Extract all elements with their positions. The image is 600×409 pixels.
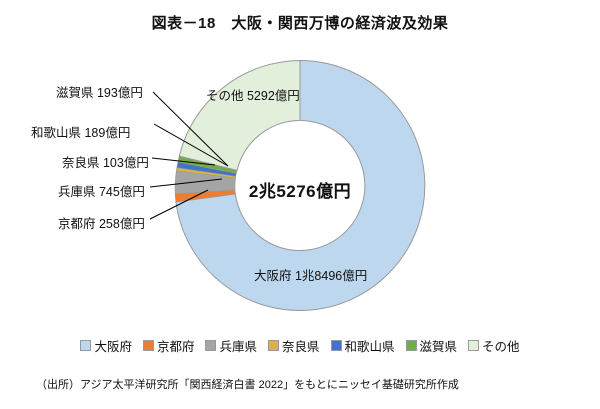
legend-item-nara[interactable]: 奈良県 bbox=[267, 336, 320, 355]
donut-chart bbox=[0, 48, 600, 323]
leader-kyoto bbox=[149, 189, 209, 220]
legend-item-osaka[interactable]: 大阪府 bbox=[80, 336, 132, 355]
legend-label: その他 bbox=[482, 340, 520, 354]
pie-slices bbox=[174, 59, 426, 311]
legend-swatch-icon bbox=[468, 340, 480, 351]
slice-other[interactable] bbox=[178, 59, 301, 172]
leader-lines bbox=[149, 91, 229, 220]
slice-label-osaka: 大阪府 1兆8496億円 bbox=[254, 269, 368, 283]
page-title: 図表－18 大阪・関西万博の経済波及効果 bbox=[151, 15, 449, 32]
donut-center-total: 2兆5276億円 bbox=[248, 182, 352, 201]
source-note: （出所）アジア太平洋研究所「関西経済白書 2022」をもとにニッセイ基礎研究所作… bbox=[36, 379, 459, 391]
leader-wakayama bbox=[153, 123, 229, 167]
legend-swatch-icon bbox=[142, 340, 154, 351]
legend-label: 奈良県 bbox=[281, 340, 320, 354]
callout-wakayama: 和歌山県 189億円 bbox=[31, 126, 131, 140]
chart-legend: 大阪府 京都府 兵庫県 奈良県 和歌山県 滋賀県 その他 bbox=[0, 336, 600, 355]
legend-label: 京都府 bbox=[156, 340, 195, 354]
legend-swatch-icon bbox=[205, 340, 217, 351]
leader-nara bbox=[151, 157, 216, 166]
slice-label-other: その他 5292億円 bbox=[206, 89, 300, 103]
legend-swatch-icon bbox=[80, 340, 92, 351]
legend-item-hyogo[interactable]: 兵庫県 bbox=[205, 336, 257, 355]
donut-svg bbox=[149, 59, 426, 311]
leader-shiga bbox=[152, 91, 229, 167]
leader-hyogo bbox=[149, 178, 223, 188]
callout-nara: 奈良県 103億円 bbox=[62, 156, 149, 170]
legend-item-other[interactable]: その他 bbox=[468, 336, 520, 355]
legend-label: 大阪府 bbox=[94, 340, 132, 354]
legend-item-kyoto[interactable]: 京都府 bbox=[142, 336, 195, 355]
legend-label: 滋賀県 bbox=[419, 340, 458, 354]
callout-shiga: 滋賀県 193億円 bbox=[56, 86, 143, 100]
legend-label: 和歌山県 bbox=[344, 340, 395, 354]
legend-item-wakayama[interactable]: 和歌山県 bbox=[330, 336, 395, 355]
legend-label: 兵庫県 bbox=[219, 340, 257, 354]
legend-item-shiga[interactable]: 滋賀県 bbox=[405, 336, 458, 355]
callout-hyogo: 兵庫県 745億円 bbox=[58, 185, 145, 199]
callout-kyoto: 京都府 258億円 bbox=[58, 217, 145, 231]
legend-swatch-icon bbox=[405, 340, 417, 351]
legend-swatch-icon bbox=[330, 340, 342, 351]
slice-osaka[interactable] bbox=[175, 59, 426, 311]
legend-swatch-icon bbox=[267, 340, 279, 351]
